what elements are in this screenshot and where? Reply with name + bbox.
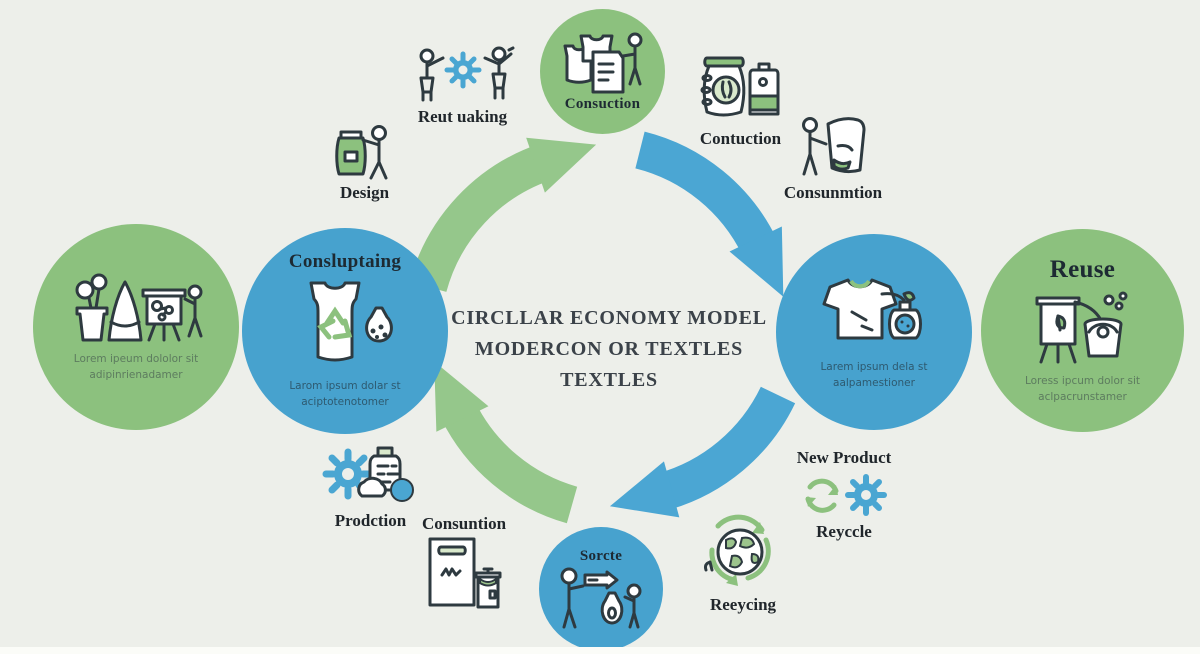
gear-glyph [845,474,887,516]
tshirt-bottle-leaf-icon [822,278,922,340]
stage-title-recycled-garment: Consluptaing [288,251,402,273]
gear-glyph [444,51,481,89]
people-gear-icon [419,46,514,102]
arrow-top-to-right [634,131,784,297]
arrow-right-to-bottom [609,386,796,518]
gear-bottle-cloud-icon [322,446,414,502]
shopping-bag-bin-icon [428,537,502,609]
stage-label-collection: Consuction [564,96,641,112]
stage-circle-collection: Consuction [540,9,665,134]
lorem-line: Lorem ipeum dololor sit [73,353,199,366]
stage-circle-recycled-garment: Consluptaing Larom ipsum dolar st acipto… [242,228,448,434]
lorem-line: Loress ipcum dolor sit [1024,374,1141,387]
recycle-tanktop-bag-icon [309,281,393,362]
lorem-line: Larom ipsum dolar st [289,380,401,393]
globe-recycle-icon [704,514,771,586]
stage-circle-reuse: Reuse Loress ipcum dolor sit aclpacrunst… [981,229,1184,432]
step-label-production: Prodction [334,511,407,530]
bottom-margin-strip [0,647,1200,654]
title-line-3: TEXTLES [560,369,658,391]
step-label-consumption-upper: Consunmtion [783,183,883,202]
step-remaking: Reut uaking [400,46,525,127]
lorem-line: Larem ipsum dela st [820,361,928,374]
step-label-design: Design [339,183,390,202]
person-fabric-icon [802,117,866,176]
recycle-arrows-gear-icon [805,474,887,516]
stage-circle-tshirt-text: Larem ipsum dela st aalpamestioner [820,360,927,392]
lorem-line: adipinrienadamer [89,369,183,381]
jar-person-icon [334,125,387,180]
step-label-recycling: Reeycing [709,595,777,614]
garments-paper-person-icon [563,32,642,94]
lorem-line: aalpamestioner [833,377,915,389]
sorting-people-icon [560,567,642,628]
board-bucket-icon [1035,291,1127,364]
diagram-title: CIRCLLAR ECONOMY MODEL MODERCON OR TEXTL… [448,303,770,396]
step-label-contuction: Contuction [699,129,782,148]
stage-circle-recycled-text: Larom ipsum dolar st aciptotenotomer [289,379,400,411]
stage-circle-sorting: Sorcte [539,527,663,651]
step-consumption-lower: Consuntion [418,514,510,619]
step-label-recycle: Reyccle [816,522,872,541]
step-recycling: Reeycing [693,512,793,615]
step-contuction: Contuction [688,52,793,149]
step-label-consumption-lower: Consuntion [421,514,507,533]
stage-circle-design: Lorem ipeum dololor sit adipinrienadamer [33,224,239,430]
stage-circle-tshirt: Larem ipsum dela st aalpamestioner [776,234,972,430]
arrow-bottom-to-left [434,361,578,524]
step-design: Design [322,124,407,203]
arrow-left-to-top [409,137,597,293]
step-label-remaking: Reut uaking [417,107,508,126]
stage-circle-design-text: Lorem ipeum dololor sit adipinrienadamer [74,352,198,384]
plant-presentation-icon [75,273,203,342]
step-consumption-upper: Consunmtion [773,116,893,203]
title-line-2: MODERCON OR TEXTLES [474,338,744,360]
title-line-1: CIRCLLAR ECONOMY MODEL [451,307,767,329]
step-label-new-product: New Product [796,448,892,467]
lorem-line: aclpacrunstamer [1038,390,1127,403]
step-new-product-recycle: New Product Reyccle [788,448,900,542]
seed-bag-canister-icon [700,56,779,117]
stage-title-reuse: Reuse [1049,255,1116,283]
lorem-line: aciptotenotomer [301,396,389,408]
stage-circle-reuse-text: Loress ipcum dolor sit aclpacrunstamer [1025,374,1140,406]
step-production: Prodction [318,444,423,531]
stage-label-sorting: Sorcte [579,547,623,564]
